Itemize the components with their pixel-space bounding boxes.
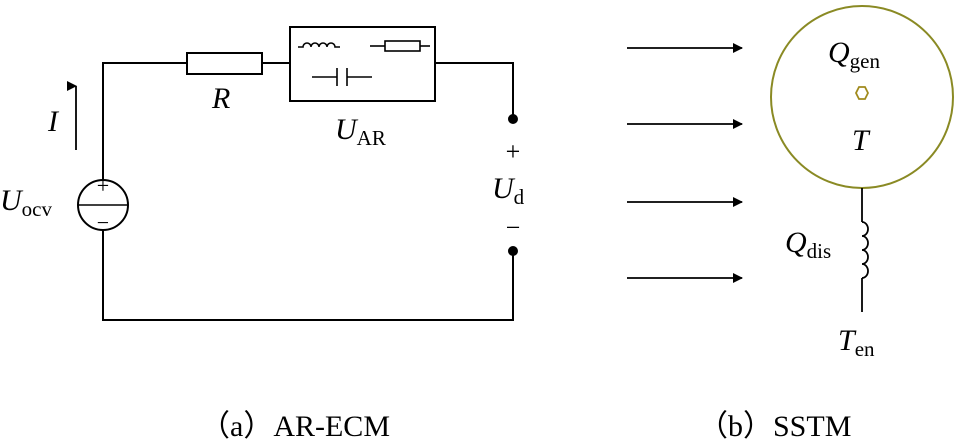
heat-dissipation-label: Qdis bbox=[785, 226, 831, 263]
heat-dissipation-symbol: Q bbox=[785, 226, 807, 259]
thermal-node bbox=[854, 86, 870, 100]
ar-block-resistor bbox=[370, 40, 430, 52]
terminal-voltage-symbol: U bbox=[492, 172, 516, 205]
heat-generation-symbol: Q bbox=[828, 36, 850, 69]
terminal-plus: + bbox=[506, 137, 521, 166]
heat-dissipation-subscript: dis bbox=[807, 239, 832, 263]
ar-voltage-label: UAR bbox=[335, 113, 386, 150]
ar-block-capacitor bbox=[312, 68, 372, 86]
ar-block bbox=[289, 26, 436, 102]
terminal-voltage-subscript: d bbox=[514, 185, 525, 209]
transfer-arrows bbox=[627, 43, 743, 283]
heat-dissipation-coil bbox=[861, 221, 869, 279]
source-voltage-subscript: ocv bbox=[22, 197, 53, 221]
heat-generation-label: Qgen bbox=[828, 36, 880, 73]
terminal-node-top bbox=[508, 114, 518, 124]
ar-block-inductor bbox=[298, 42, 340, 48]
source-minus: − bbox=[97, 210, 109, 235]
resistor-label: R bbox=[211, 82, 230, 115]
temperature-label: T bbox=[852, 124, 871, 157]
ambient-temperature-label: Ten bbox=[838, 324, 875, 361]
current-label: I bbox=[47, 105, 60, 138]
terminal-voltage-label: Ud bbox=[492, 172, 525, 209]
wire-top-left bbox=[102, 62, 187, 180]
heat-generation-subscript: gen bbox=[850, 49, 881, 73]
thermal-resistance bbox=[861, 188, 869, 312]
ambient-temperature-subscript: en bbox=[855, 337, 875, 361]
ar-voltage-subscript: AR bbox=[357, 126, 386, 150]
ar-ecm-circuit bbox=[67, 26, 514, 321]
thermal-body-circle bbox=[770, 5, 954, 189]
wire-block-to-terminal bbox=[435, 62, 514, 115]
source-plus: + bbox=[97, 173, 109, 198]
terminal-minus: − bbox=[506, 213, 521, 242]
ar-voltage-symbol: U bbox=[335, 113, 359, 146]
ambient-temperature-symbol: T bbox=[838, 324, 857, 357]
wire-bottom bbox=[102, 230, 514, 321]
source-voltage-label: Uocv bbox=[0, 184, 52, 221]
source-voltage-symbol: U bbox=[0, 184, 24, 217]
caption-b: （b）SSTM bbox=[698, 410, 851, 440]
terminal-node-bottom bbox=[508, 246, 518, 256]
resistor-r bbox=[186, 52, 263, 75]
caption-a: （a）AR-ECM bbox=[200, 410, 390, 440]
